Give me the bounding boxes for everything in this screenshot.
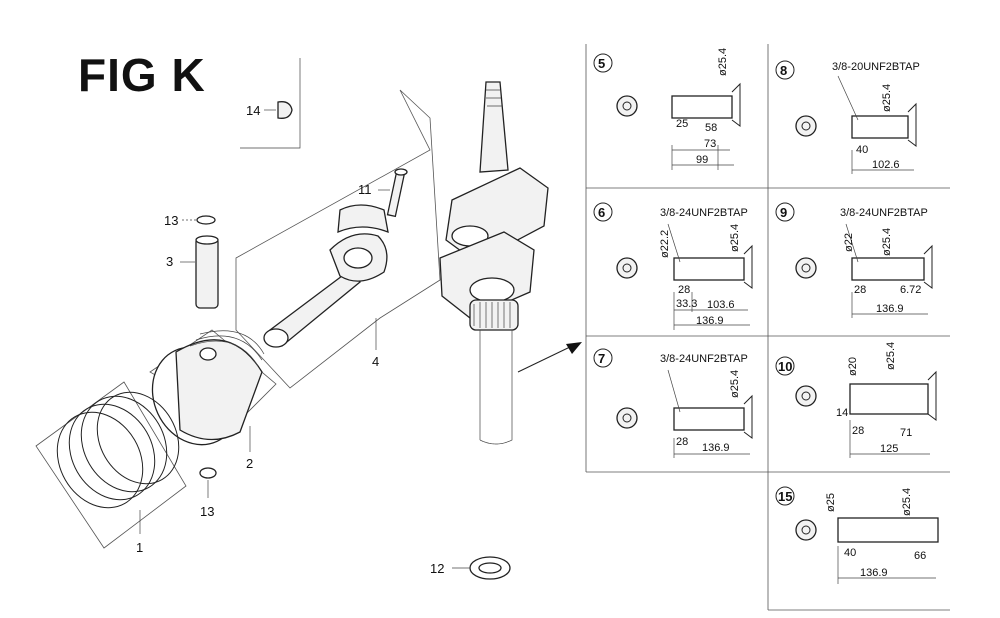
svg-text:3/8-20UNF2BTAP: 3/8-20UNF2BTAP	[832, 61, 920, 73]
variant-cell-10: 10 14 28 71 125 ø20 ø25.4	[775, 342, 937, 458]
callout-1: 1	[136, 540, 143, 555]
variant-number: 10	[778, 359, 792, 374]
variant-number: 7	[598, 351, 605, 366]
part-13-clip-lower[interactable]	[199, 467, 217, 498]
variant-cell-15: 15 40 66 136.9 ø25 ø25.4	[775, 486, 939, 584]
variant-number: 8	[780, 63, 787, 78]
svg-text:103.6: 103.6	[707, 299, 735, 311]
variant-cell-6: 6 3/8-24UNF2BTAP 28 33.3 103.6 136.9 ø22…	[593, 202, 753, 330]
svg-text:ø25.4: ø25.4	[881, 228, 893, 256]
part-2-piston[interactable]	[137, 329, 277, 459]
svg-text:136.9: 136.9	[860, 567, 888, 579]
svg-text:28: 28	[854, 284, 866, 296]
variant-cell-9: 9 3/8-24UNF2BTAP 28 6.72 136.9 ø22 ø25.4	[775, 202, 933, 318]
variant-cell-5: 5 25 58 73 99 ø25.4	[593, 48, 741, 170]
svg-text:102.6: 102.6	[872, 159, 900, 171]
callout-13-lower: 13	[200, 504, 214, 519]
variant-grid	[585, 44, 950, 611]
callout-12: 12	[430, 561, 444, 576]
svg-text:ø22.2: ø22.2	[659, 230, 671, 258]
svg-text:136.9: 136.9	[702, 442, 730, 454]
variant-cell-7: 7 3/8-24UNF2BTAP 28 136.9 ø25.4	[593, 348, 753, 458]
svg-text:136.9: 136.9	[876, 303, 904, 315]
svg-text:ø25.4: ø25.4	[729, 224, 741, 252]
svg-text:66: 66	[914, 550, 926, 562]
svg-text:3/8-24UNF2BTAP: 3/8-24UNF2BTAP	[660, 353, 748, 365]
svg-text:28: 28	[676, 436, 688, 448]
svg-text:28: 28	[678, 284, 690, 296]
crankshaft[interactable]	[439, 81, 549, 445]
variant-number: 5	[598, 56, 605, 71]
svg-text:99: 99	[696, 154, 708, 166]
svg-text:40: 40	[844, 547, 856, 559]
svg-text:40: 40	[856, 144, 868, 156]
variant-number: 15	[778, 489, 792, 504]
svg-text:28: 28	[852, 425, 864, 437]
svg-text:ø25.4: ø25.4	[901, 488, 913, 516]
variant-cell-8: 8 3/8-20UNF2BTAP 40 102.6 ø25.4	[775, 60, 920, 174]
part-13-clip-upper[interactable]	[182, 215, 216, 225]
variant-number: 6	[598, 205, 605, 220]
svg-text:ø25.4: ø25.4	[729, 370, 741, 398]
arrow-to-variants	[517, 342, 582, 373]
svg-text:33.3: 33.3	[676, 298, 697, 310]
svg-text:58: 58	[705, 122, 717, 134]
callout-11: 11	[358, 182, 372, 197]
figure-title: FIG K	[78, 49, 206, 101]
part-14-cap[interactable]	[240, 58, 301, 149]
svg-text:25: 25	[676, 118, 688, 130]
callout-14: 14	[246, 103, 260, 118]
variant-number: 9	[780, 205, 787, 220]
part-3-piston-pin[interactable]	[180, 235, 219, 309]
svg-text:ø20: ø20	[847, 357, 859, 376]
svg-text:71: 71	[900, 427, 912, 439]
callout-13-upper: 13	[164, 213, 178, 228]
part-1-piston-rings[interactable]	[35, 377, 195, 549]
svg-text:136.9: 136.9	[696, 315, 724, 327]
svg-text:3/8-24UNF2BTAP: 3/8-24UNF2BTAP	[660, 207, 748, 219]
svg-text:125: 125	[880, 443, 898, 455]
callout-3: 3	[166, 254, 173, 269]
svg-text:ø25.4: ø25.4	[885, 342, 897, 370]
svg-text:6.72: 6.72	[900, 284, 921, 296]
svg-text:73: 73	[704, 138, 716, 150]
svg-text:14: 14	[836, 407, 848, 419]
callout-2: 2	[246, 456, 253, 471]
svg-text:ø25.4: ø25.4	[717, 48, 729, 76]
svg-text:ø25.4: ø25.4	[881, 84, 893, 112]
svg-text:3/8-24UNF2BTAP: 3/8-24UNF2BTAP	[840, 207, 928, 219]
callout-4: 4	[372, 354, 379, 369]
part-4-connecting-rod-group[interactable]	[235, 89, 441, 389]
svg-text:ø22: ø22	[843, 233, 855, 252]
part-12-washer[interactable]	[452, 556, 511, 580]
svg-text:ø25: ø25	[825, 493, 837, 512]
